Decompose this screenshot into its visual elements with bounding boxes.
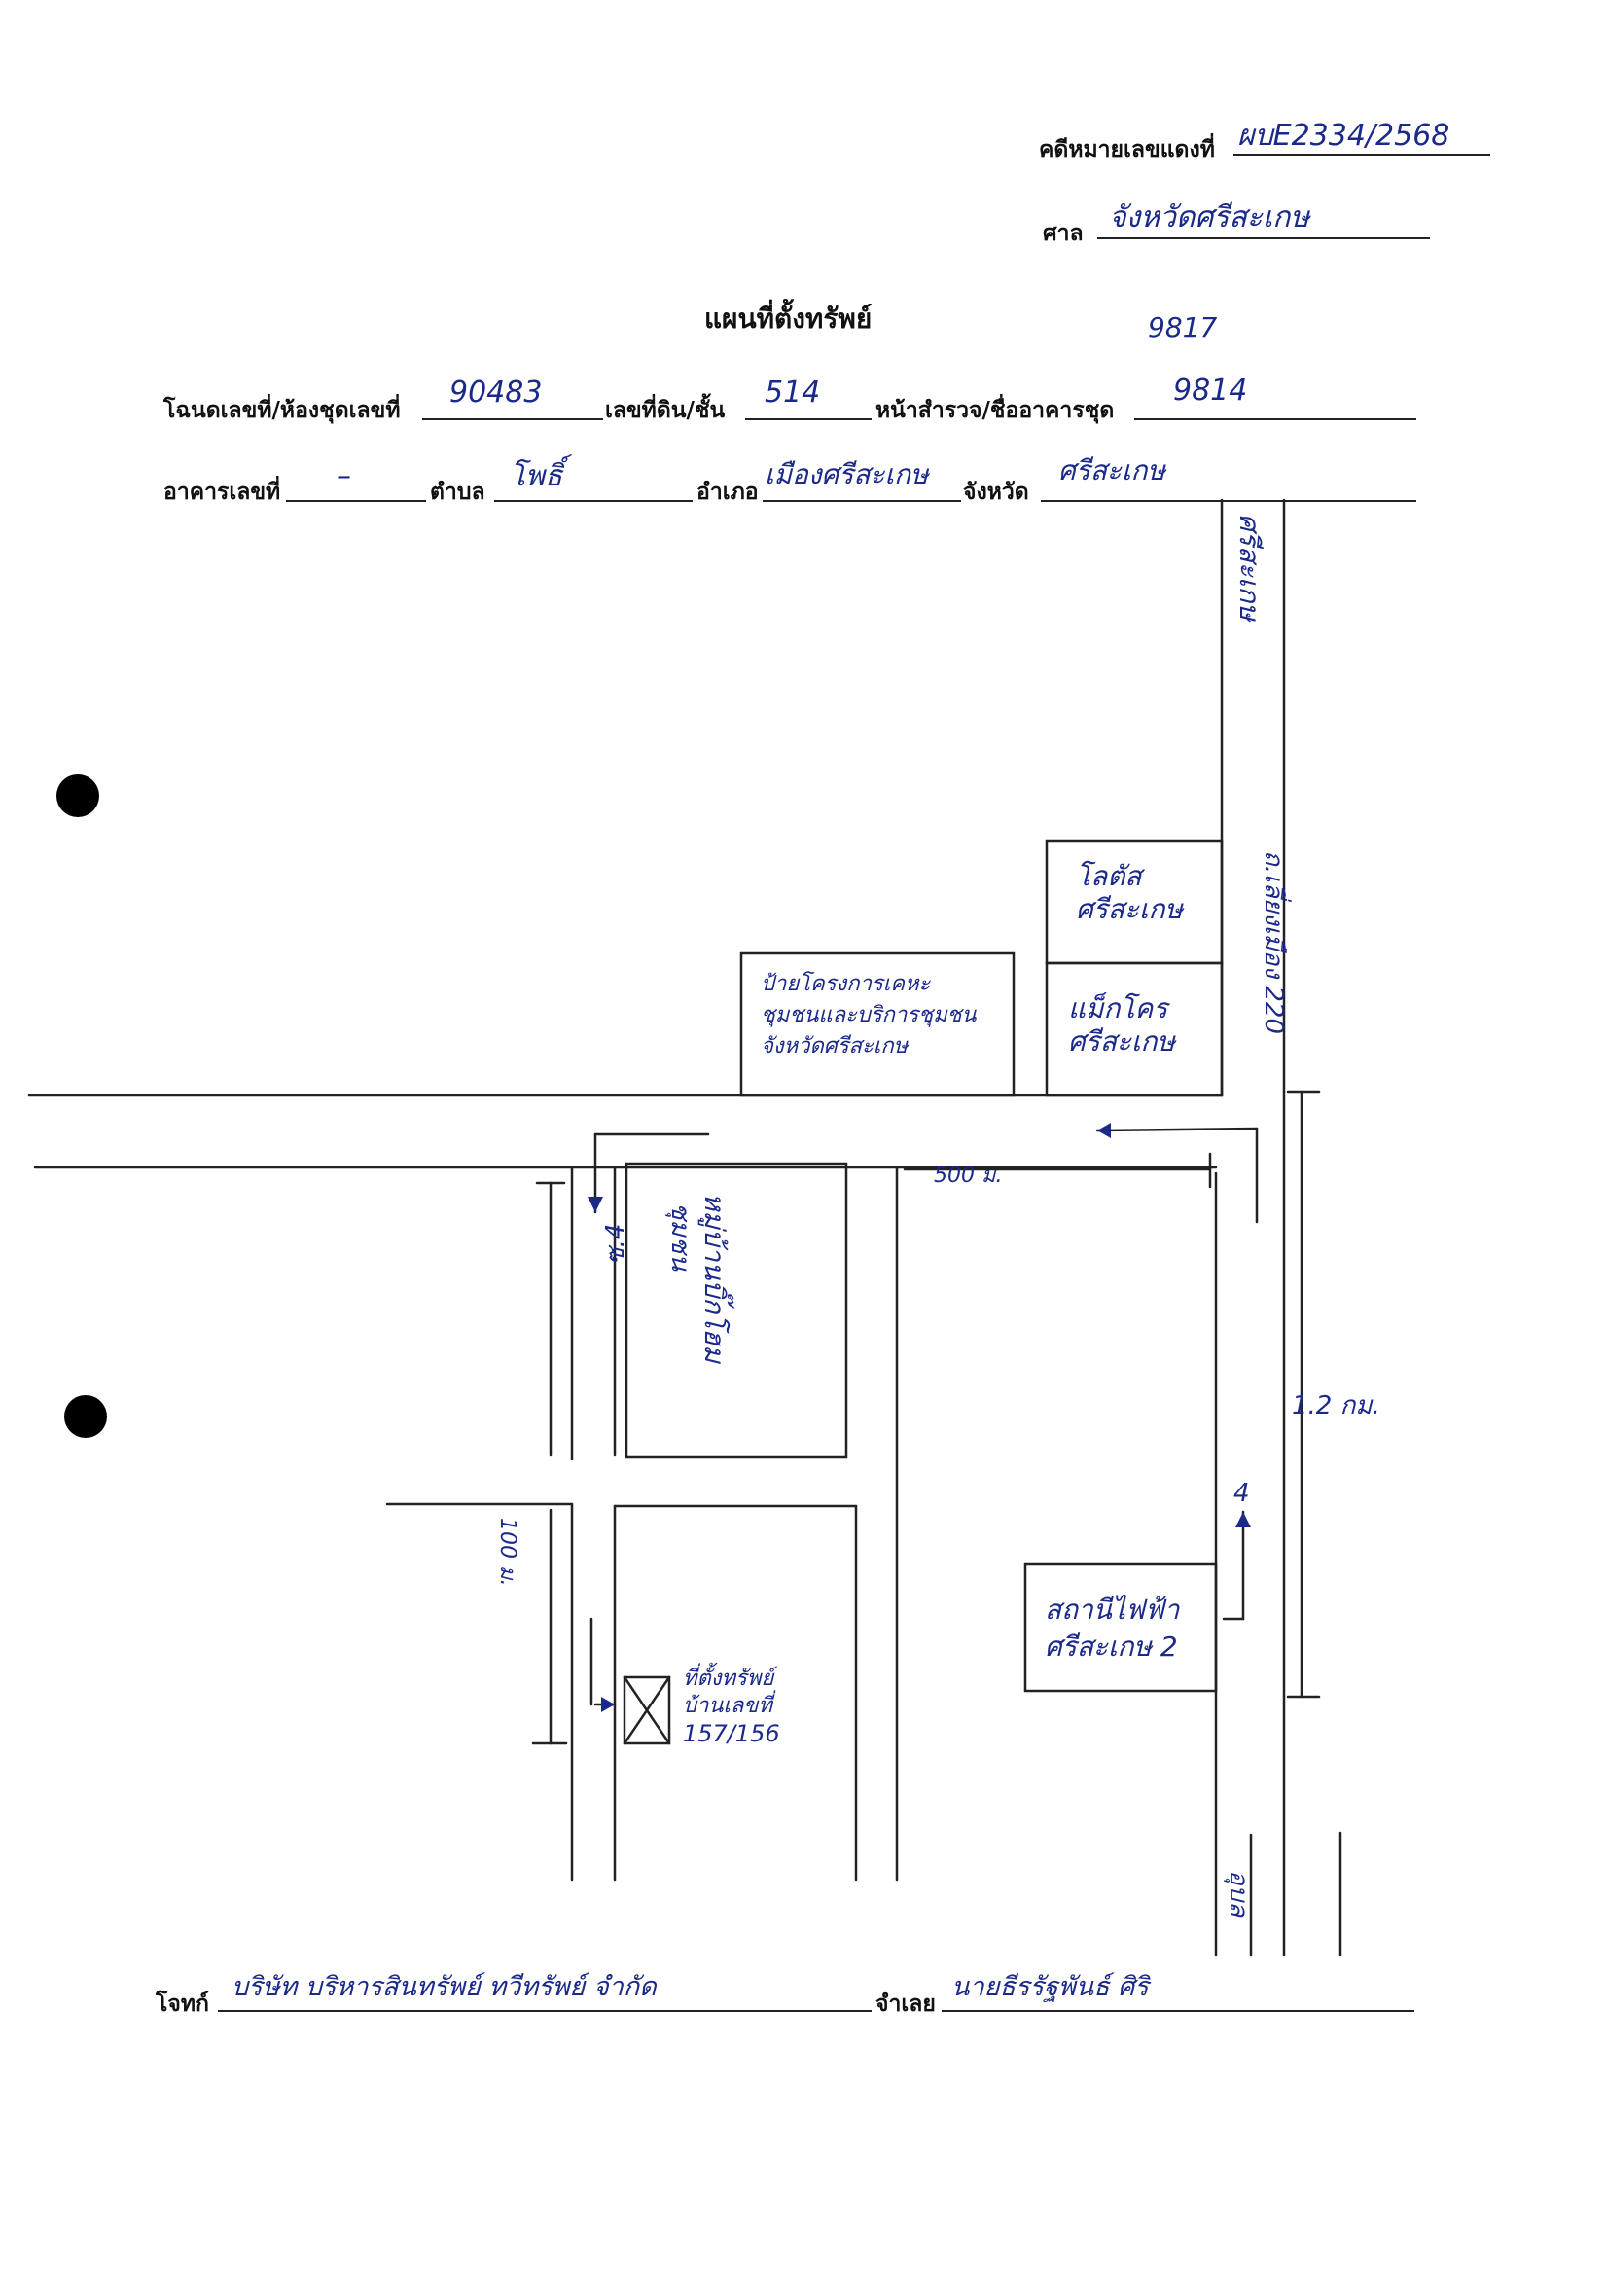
case-number-line <box>1233 154 1490 156</box>
land-number-value: 514 <box>765 376 821 410</box>
page-title: แผนที่ตั้งทรัพย์ <box>704 303 873 335</box>
subdistrict-line <box>494 500 693 502</box>
plaintiff-value: บริษัท บริหารสินทรัพย์ ทวีทรัพย์ จำกัด <box>232 1972 657 2002</box>
project-sign-line1: ป้ายโครงการเคหะ <box>761 972 931 996</box>
property-label-line3: 157/156 <box>683 1720 780 1747</box>
lotus-label-line1: โลตัส <box>1076 860 1142 892</box>
plaintiff-label: โจทก์ <box>156 1991 209 2017</box>
land-number-line <box>745 418 872 420</box>
court-line <box>1097 237 1430 239</box>
province-label: จังหวัด <box>963 479 1029 505</box>
lotus-label-line2: ศรีสะเกษ <box>1076 892 1183 925</box>
subdistrict-value: โพธิ์ <box>510 459 563 493</box>
project-sign-line2: ชุมชนและบริการชุมชน <box>761 1002 977 1027</box>
defendant-label: จำเลย <box>875 1991 936 2017</box>
station-label-line1: สถานีไฟฟ้า <box>1045 1594 1180 1626</box>
road-top-label: ศรีสะเกษ <box>1233 514 1266 621</box>
building-label: อาคารเลขที่ <box>163 479 281 505</box>
distance-1-2-label: 1.2 กม. <box>1292 1391 1380 1420</box>
property-label-line1: ที่ตั้งทรัพย์ <box>683 1667 774 1691</box>
defendant-value: นายธีรรัฐพันธ์ ศิริ <box>951 1972 1149 2002</box>
road-bottom-label: อุบล <box>1224 1870 1253 1918</box>
district-line <box>763 500 961 502</box>
case-number-label: คดีหมายเลขแดงที่ <box>1039 136 1215 162</box>
arrow-right-icon <box>601 1697 615 1712</box>
arrow-4-label: 4 <box>1233 1479 1250 1508</box>
court-label: ศาล <box>1043 220 1084 246</box>
distance-500-label: 500 ม. <box>934 1164 1003 1188</box>
distance-100-label: 100 ม. <box>495 1518 519 1587</box>
lotus-label: โลตัส ศรีสะเกษ <box>1076 860 1183 925</box>
community-label: ชุมชน <box>665 1202 695 1272</box>
road-main-label: ถ.เลี่ยงเมือง 220 <box>1259 850 1288 1034</box>
punch-hole-bottom <box>64 1395 107 1438</box>
project-sign-label: ป้ายโครงการเคหะ ชุมชนและบริการชุมชน จังห… <box>761 969 977 1062</box>
subdistrict-label: ตำบล <box>430 479 485 505</box>
arrow-left-icon <box>1097 1123 1111 1138</box>
survey-value: 9814 <box>1173 374 1248 408</box>
arrow-up-icon <box>1235 1512 1251 1527</box>
makro-label-line2: ศรีสะเกษ <box>1068 1024 1175 1058</box>
punch-hole-top <box>56 774 99 817</box>
deed-line <box>422 418 603 420</box>
court-value: จังหวัดศรีสะเกษ <box>1109 200 1310 234</box>
province-value: ศรีสะเกษ <box>1058 454 1165 486</box>
deed-value: 90483 <box>449 376 543 410</box>
plaintiff-line <box>218 2010 872 2012</box>
case-number-value: ผบE2334/2568 <box>1237 119 1450 153</box>
defendant-line <box>942 2010 1414 2012</box>
survey-label: หน้าสำรวจ/ชื่ออาคารชุด <box>875 397 1115 423</box>
deed-label: โฉนดเลขที่/ห้องชุดเลขที่ <box>163 397 401 423</box>
land-number-label: เลขที่ดิน/ชั้น <box>605 397 726 423</box>
makro-label-line1: แม็กโคร <box>1068 992 1168 1024</box>
title-note: 9817 <box>1148 311 1218 343</box>
project-sign-line3: จังหวัดศรีสะเกษ <box>761 1033 909 1058</box>
makro-label: แม็กโคร ศรีสะเกษ <box>1068 992 1175 1058</box>
building-line <box>286 500 426 502</box>
soi-label: ซ.4 <box>601 1223 630 1265</box>
station-label-line2: ศรีสะเกษ 2 <box>1045 1630 1178 1663</box>
building-value: – <box>337 459 351 493</box>
province-line <box>1041 500 1416 502</box>
property-label: ที่ตั้งทรัพย์ บ้านเลขที่ 157/156 <box>683 1666 780 1748</box>
survey-line <box>1134 418 1416 420</box>
district-label: อำเภอ <box>696 479 759 505</box>
arrow-down-icon <box>588 1197 603 1212</box>
station-label: สถานีไฟฟ้า ศรีสะเกษ 2 <box>1045 1592 1179 1666</box>
district-value: เมืองศรีสะเกษ <box>765 458 929 490</box>
property-label-line2: บ้านเลขที่ <box>683 1693 772 1718</box>
